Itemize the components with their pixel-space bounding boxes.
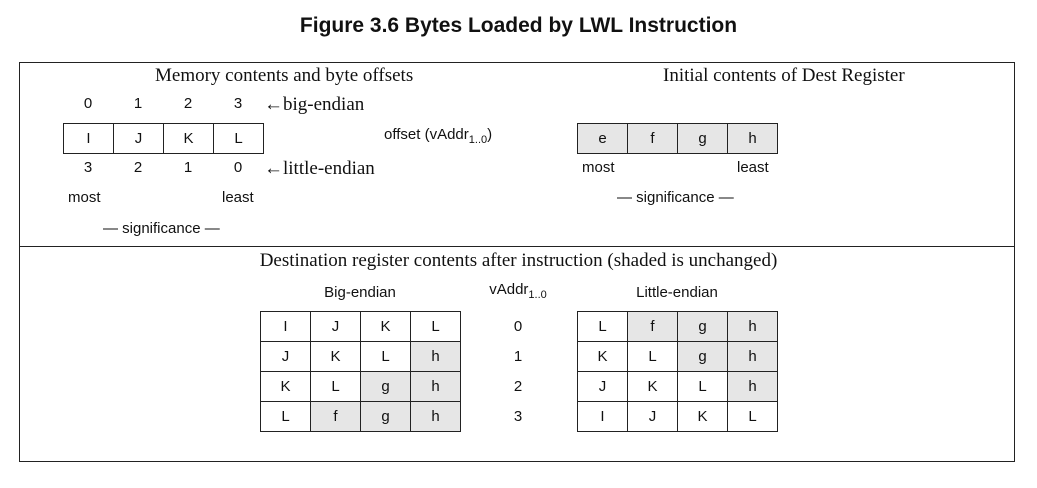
- loaded-byte-cell: I: [578, 402, 628, 432]
- memory-byte-cell: L: [214, 124, 264, 154]
- loaded-byte-cell: K: [311, 342, 361, 372]
- unchanged-byte-cell: g: [361, 402, 411, 432]
- memory-most-label: most: [68, 189, 101, 206]
- vaddr-column: 0 1 2 3: [468, 311, 568, 431]
- memory-least-label: least: [222, 189, 254, 206]
- loaded-byte-cell: K: [678, 402, 728, 432]
- vaddr-header-text: vAddr: [489, 281, 529, 298]
- loaded-byte-cell: L: [678, 372, 728, 402]
- unchanged-byte-cell: g: [678, 342, 728, 372]
- offset-label: 2: [133, 159, 143, 176]
- little-endian-label: ←little-endian: [264, 158, 375, 179]
- dest-byte-cell: e: [578, 124, 628, 154]
- offset-caption: offset (vAddr1..0): [384, 126, 492, 146]
- little-endian-offsets: 3 2 1 0: [63, 159, 263, 176]
- loaded-byte-cell: L: [411, 312, 461, 342]
- offset-label: 2: [183, 95, 193, 112]
- loaded-byte-cell: K: [628, 372, 678, 402]
- memory-bytes-row: I J K L: [63, 123, 264, 154]
- dest-most-label: most: [582, 159, 615, 176]
- vaddr-value: 1: [513, 347, 523, 365]
- offset-label: 3: [83, 159, 93, 176]
- offset-label: 3: [233, 95, 243, 112]
- loaded-byte-cell: K: [361, 312, 411, 342]
- unchanged-byte-cell: h: [728, 372, 778, 402]
- loaded-byte-cell: K: [261, 372, 311, 402]
- offset-label: 1: [133, 95, 143, 112]
- dest-byte-cell: g: [678, 124, 728, 154]
- big-endian-label: ←big-endian: [264, 94, 365, 115]
- vaddr-header-subscript: 1..0: [528, 289, 547, 301]
- vaddr-value: 3: [513, 407, 523, 425]
- memory-heading: Memory contents and byte offsets: [155, 65, 414, 86]
- dest-byte-cell: h: [728, 124, 778, 154]
- loaded-byte-cell: I: [261, 312, 311, 342]
- offset-caption-text: offset (vAddr: [384, 126, 469, 143]
- little-endian-header: Little-endian: [636, 284, 718, 301]
- vaddr-value: 2: [513, 377, 523, 395]
- dest-significance-label: — significance —: [617, 189, 734, 206]
- offset-caption-close: ): [487, 126, 493, 143]
- dest-initial-heading: Initial contents of Dest Register: [663, 65, 905, 86]
- loaded-byte-cell: J: [311, 312, 361, 342]
- result-heading: Destination register contents after inst…: [259, 250, 778, 271]
- loaded-byte-cell: J: [261, 342, 311, 372]
- offset-label: 0: [233, 159, 243, 176]
- dest-initial-row: e f g h: [577, 123, 778, 154]
- unchanged-byte-cell: g: [678, 312, 728, 342]
- loaded-byte-cell: L: [728, 402, 778, 432]
- loaded-byte-cell: L: [361, 342, 411, 372]
- offset-label: 0: [83, 95, 93, 112]
- big-endian-header: Big-endian: [324, 284, 396, 301]
- figure-title: Figure 3.6 Bytes Loaded by LWL Instructi…: [299, 14, 738, 37]
- vaddr-value: 0: [513, 317, 523, 335]
- unchanged-byte-cell: f: [628, 312, 678, 342]
- offset-label: 1: [183, 159, 193, 176]
- section-divider: [19, 246, 1015, 247]
- offset-caption-subscript: 1..0: [468, 134, 488, 146]
- vaddr-header: vAddr1..0: [468, 281, 568, 301]
- memory-byte-cell: J: [114, 124, 164, 154]
- unchanged-byte-cell: f: [311, 402, 361, 432]
- loaded-byte-cell: L: [628, 342, 678, 372]
- loaded-byte-cell: K: [578, 342, 628, 372]
- dest-byte-cell: f: [628, 124, 678, 154]
- figure-frame: [19, 62, 1015, 462]
- loaded-byte-cell: L: [578, 312, 628, 342]
- unchanged-byte-cell: h: [728, 342, 778, 372]
- unchanged-byte-cell: h: [411, 372, 461, 402]
- unchanged-byte-cell: g: [361, 372, 411, 402]
- loaded-byte-cell: L: [311, 372, 361, 402]
- memory-significance-label: — significance —: [103, 220, 220, 237]
- memory-byte-cell: K: [164, 124, 214, 154]
- big-endian-offsets: 0 1 2 3: [63, 95, 263, 112]
- loaded-byte-cell: J: [578, 372, 628, 402]
- unchanged-byte-cell: h: [411, 402, 461, 432]
- unchanged-byte-cell: h: [728, 312, 778, 342]
- dest-least-label: least: [737, 159, 769, 176]
- memory-byte-cell: I: [64, 124, 114, 154]
- unchanged-byte-cell: h: [411, 342, 461, 372]
- loaded-byte-cell: J: [628, 402, 678, 432]
- loaded-byte-cell: L: [261, 402, 311, 432]
